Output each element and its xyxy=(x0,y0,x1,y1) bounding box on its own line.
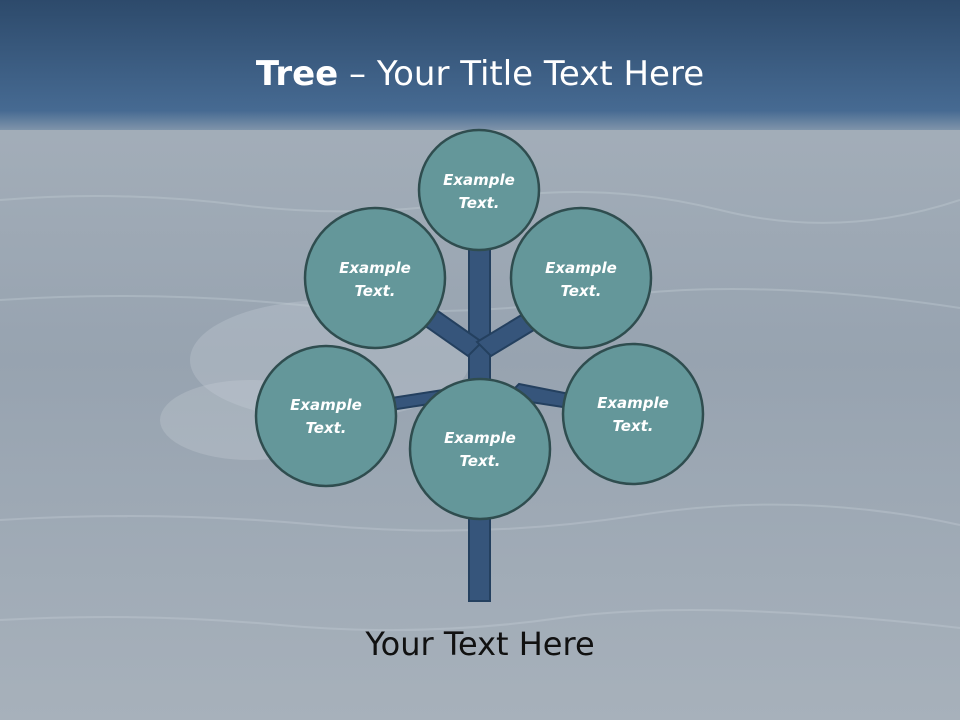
tree-node-upper-right: Example Text. xyxy=(509,206,653,350)
title-bold: Tree xyxy=(255,54,339,94)
node-label-line2: Text. xyxy=(459,452,500,470)
tree-node-upper-left: Example Text. xyxy=(303,206,447,350)
tree-node-center: Example Text. xyxy=(408,377,552,521)
node-label-line1: Example xyxy=(443,171,515,189)
tree-node-top: Example Text. xyxy=(417,128,541,252)
slide-title: Tree – Your Title Text Here xyxy=(0,52,960,96)
node-label-line2: Text. xyxy=(560,282,601,300)
node-label-line1: Example xyxy=(597,394,669,412)
tree-node-right: Example Text. xyxy=(561,342,705,486)
title-rest: Your Title Text Here xyxy=(376,54,705,94)
node-label-line1: Example xyxy=(339,259,411,277)
node-label-line1: Example xyxy=(290,396,362,414)
footer-text: Your Text Here xyxy=(365,625,595,663)
node-label-line2: Text. xyxy=(612,417,653,435)
tree-node-left: Example Text. xyxy=(254,344,398,488)
node-label-line1: Example xyxy=(444,429,516,447)
node-label-line2: Text. xyxy=(354,282,395,300)
node-label-line2: Text. xyxy=(458,194,499,212)
node-label-line2: Text. xyxy=(305,419,346,437)
node-label-line1: Example xyxy=(545,259,617,277)
title-separator: – xyxy=(338,54,377,94)
